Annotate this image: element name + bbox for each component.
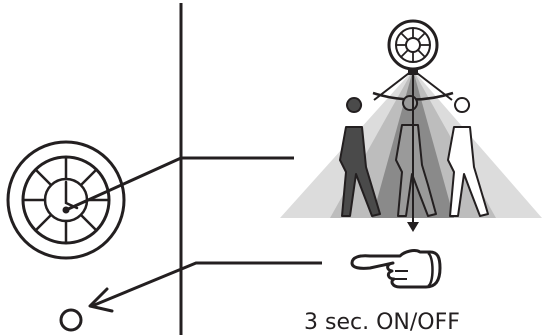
- leader-endpoint: [62, 206, 70, 214]
- instruction-caption: 3 sec. ON/OFF: [304, 310, 460, 335]
- walking-person-icon: [447, 97, 489, 217]
- dial-leader-line: [65, 156, 294, 212]
- walking-person-icon: [339, 97, 381, 217]
- sensor-beam-lines: [373, 69, 453, 101]
- beam-arrowhead: [407, 222, 419, 232]
- led-arrowhead: [88, 287, 114, 313]
- indicator-led-icon: [59, 308, 83, 332]
- sensor-dial-icon: [6, 140, 126, 260]
- motion-sensor-icon: [387, 19, 439, 75]
- pointing-hand-icon: [350, 249, 442, 289]
- walking-people: [339, 95, 489, 217]
- led-leader-line: [91, 261, 322, 308]
